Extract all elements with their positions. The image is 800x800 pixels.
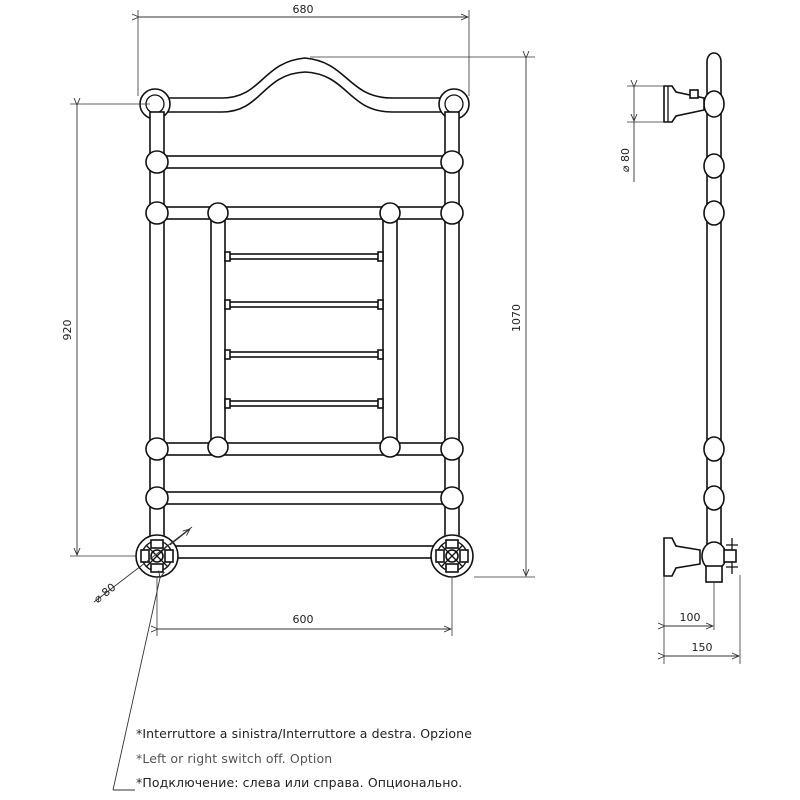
notes-leader — [112, 578, 160, 791]
dimension-pipe-height: 920 — [61, 104, 150, 557]
overall-width-label: 680 — [293, 3, 314, 16]
pipe-height-label: 920 — [61, 320, 74, 341]
dimension-side-diameter: ⌀ 80 — [619, 86, 664, 182]
side-top-bracket — [663, 85, 705, 123]
left-column — [149, 111, 165, 551]
rail-4 — [163, 491, 446, 505]
dimension-wall-distance-total: 150 — [665, 575, 741, 664]
dimension-pipe-centers: 600 — [157, 578, 453, 636]
wall-distance-pipe-label: 100 — [680, 611, 701, 624]
top-arch-rail — [154, 57, 456, 113]
bottom-rail — [163, 545, 446, 559]
note-english: *Left or right switch off. Option — [136, 751, 333, 766]
ball-joints — [145, 150, 464, 510]
pipe-centers-label: 600 — [293, 613, 314, 626]
note-russian: *Подключение: слева или справа. Опционал… — [136, 775, 463, 790]
dimension-overall-height: 1070 — [310, 57, 535, 578]
wall-distance-total-label: 150 — [692, 641, 713, 654]
right-column — [444, 111, 460, 551]
rail-2 — [163, 206, 446, 220]
front-diameter-label: ⌀ 80 — [91, 581, 118, 606]
left-valve — [135, 534, 179, 578]
side-view: ⌀ 80 100 150 — [619, 52, 741, 664]
overall-height-label: 1070 — [510, 304, 523, 332]
front-view: 680 920 1070 600 ⌀ 80 — [61, 3, 535, 791]
right-valve — [430, 534, 474, 578]
inner-right-column — [382, 213, 398, 449]
rail-1 — [163, 155, 446, 169]
dimension-wall-distance-pipe: 100 — [664, 576, 715, 664]
inner-left-column — [210, 213, 226, 449]
rail-3 — [163, 442, 446, 456]
side-diameter-label: ⌀ 80 — [619, 148, 632, 172]
inner-rails — [224, 251, 384, 409]
dimension-overall-width: 680 — [138, 3, 470, 96]
side-bottom-valve — [663, 537, 738, 583]
note-italian: *Interruttore a sinistra/Interruttore a … — [136, 726, 472, 741]
side-knuckles — [703, 90, 725, 511]
